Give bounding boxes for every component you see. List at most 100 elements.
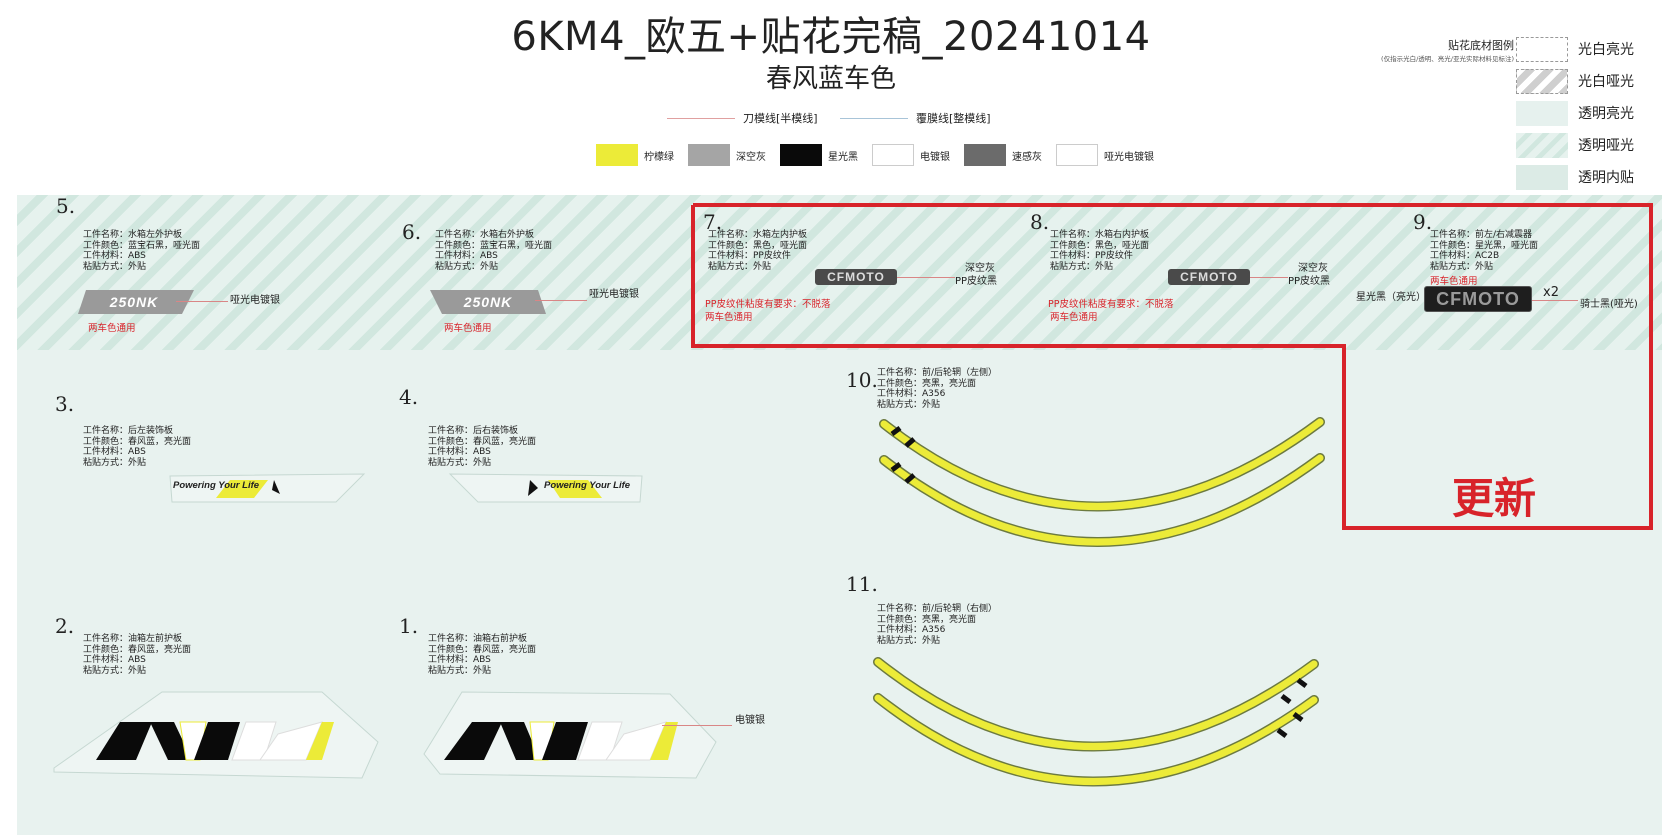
color-legend-item: 星光黑 — [780, 144, 858, 166]
decal-250nk-left — [78, 290, 194, 314]
material-swatch — [1516, 164, 1568, 190]
callout-leader — [1532, 300, 1578, 301]
spec-line: 工件颜色：春风蓝，亮光面 — [428, 436, 537, 447]
part-spec: 工件名称：前/后轮辋（右侧） 工件颜色：亮黑，亮光面 工件材料：A356 粘贴方… — [877, 604, 997, 646]
color-swatch — [596, 144, 638, 166]
spec-line: 工件材料：PP皮纹件 — [708, 251, 791, 261]
cut-line-label: 刀模线[半模线] — [743, 112, 818, 125]
part-number: 7. — [703, 210, 723, 234]
color-swatch — [688, 144, 730, 166]
film-line-legend: 覆膜线[整模线] — [840, 110, 991, 126]
spec-line: 工件颜色：黑色，哑光面 — [708, 240, 808, 251]
spec-line: 粘贴方式：外贴 — [877, 635, 941, 646]
spec-line: 工件名称：水箱左外护板 — [83, 230, 183, 240]
color-legend-label: 电镀银 — [920, 151, 950, 163]
color-swatch — [964, 144, 1006, 166]
spec-line: 粘贴方式：外贴 — [1050, 261, 1114, 272]
callout-leader — [535, 300, 587, 301]
spec-line: 工件名称：水箱右外护板 — [435, 230, 535, 240]
color-legend-label: 深空灰 — [736, 151, 766, 163]
common-note: 两车色通用 — [1050, 312, 1098, 323]
spec-line: 工件名称：后左装饰板 — [83, 426, 174, 436]
color-legend-item: 柠檬绿 — [596, 144, 674, 166]
rim-stripe-right — [873, 657, 1319, 787]
material-swatch — [1516, 100, 1568, 126]
part-spec: 工件名称：前/后轮辋（左侧） 工件颜色：亮黑，亮光面 工件材料：A356 粘贴方… — [877, 368, 997, 410]
part-number: 3. — [55, 392, 75, 416]
material-legend-item: 透明哑光 — [1516, 129, 1634, 161]
page-title: 6KM4_欧五+贴花完稿_20241014 — [511, 14, 1151, 60]
spec-line: 工件名称：前/后轮辋（左侧） — [877, 368, 998, 378]
callout-leader — [176, 301, 228, 302]
part-spec: 工件名称：后左装饰板 工件颜色：春风蓝，亮光面 工件材料：ABS 粘贴方式：外贴 — [83, 426, 191, 468]
material-legend-label: 光白亮光 — [1578, 42, 1634, 58]
spec-line: 工件名称：后右装饰板 — [428, 426, 519, 436]
color-legend-item: 电镀银 — [872, 144, 950, 166]
spec-line: 工件材料：ABS — [435, 251, 498, 261]
color-legend-label: 速感灰 — [1012, 151, 1042, 163]
spec-line: 粘贴方式：外贴 — [435, 261, 499, 272]
color-legend-item: 哑光电镀银 — [1056, 144, 1154, 166]
part-number: 9. — [1413, 210, 1433, 234]
color-swatch — [872, 144, 914, 166]
color-legend-label: 哑光电镀银 — [1104, 151, 1154, 163]
material-legend-header: 贴花底材图例 (仅指示光白/透明、亮光/亚光实际材料见标注) — [1340, 37, 1514, 63]
spec-line: 工件材料：ABS — [428, 447, 491, 457]
part-number: 11. — [846, 572, 878, 596]
decal-250nk-right — [430, 290, 546, 314]
part-number: 2. — [55, 614, 75, 638]
part-spec: 工件名称：水箱左外护板 工件颜色：蓝宝石黑，哑光面 工件材料：ABS 粘贴方式：… — [83, 230, 200, 272]
material-legend-label: 透明内贴 — [1578, 170, 1634, 186]
spec-line: 工件颜色：星光黑，哑光面 — [1430, 240, 1539, 251]
spec-line: 工件名称：油箱右前护板 — [428, 634, 528, 644]
callout-label: 深空灰 — [1298, 263, 1328, 274]
cut-line-swatch — [667, 117, 735, 119]
spec-line: 工件颜色：春风蓝，亮光面 — [83, 436, 192, 447]
spec-line: 工件名称：水箱右内护板 — [1050, 230, 1150, 240]
spec-line: 工件颜色：亮黑，亮光面 — [877, 614, 977, 625]
tank-panel-right-decal — [423, 691, 717, 779]
part-number: 5. — [56, 194, 76, 218]
material-legend-note: (仅指示光白/透明、亮光/亚光实际材料见标注) — [1381, 55, 1514, 63]
film-line-swatch — [840, 117, 908, 119]
callout-label: 电镀银 — [735, 715, 765, 726]
decal-250nk-text: 250NK — [109, 294, 159, 310]
part-number: 8. — [1030, 210, 1050, 234]
page-subtitle: 春风蓝车色 — [765, 64, 896, 94]
material-legend-label: 透明哑光 — [1578, 138, 1634, 154]
material-legend-item: 光白亮光 — [1516, 33, 1634, 65]
color-legend: 柠檬绿 深空灰 星光黑 电镀银 速感灰 哑光电镀银 — [596, 144, 1168, 166]
callout-label: 哑光电镀银 — [589, 289, 639, 300]
callout-label: 哑光电镀银 — [230, 295, 280, 306]
material-swatch — [1516, 68, 1568, 94]
callout-label: 星光黑（亮光） — [1356, 292, 1426, 303]
spec-line: 工件材料：PP皮纹件 — [1050, 251, 1133, 261]
callout-label: 骑士黑(哑光) — [1580, 299, 1638, 310]
decal-slogan-text: Powering Your Life — [544, 480, 631, 491]
material-legend-title: 贴花底材图例 — [1448, 39, 1514, 52]
callout-label: PP皮纹黑 — [955, 276, 998, 287]
spec-line: 工件材料：ABS — [428, 655, 491, 665]
spec-line: 工件材料：ABS — [83, 251, 146, 261]
color-legend-item: 速感灰 — [964, 144, 1042, 166]
callout-leader — [897, 277, 955, 278]
callout-leader — [1250, 277, 1288, 278]
decal-slogan-text: Powering Your Life — [173, 480, 260, 491]
material-legend-item: 光白哑光 — [1516, 65, 1634, 97]
requirement-note: PP皮纹件粘度有要求：不脱落 — [1048, 299, 1174, 310]
spec-line: 工件名称：前左/右减震器 — [1430, 230, 1533, 240]
spec-line: 工件颜色：亮黑，亮光面 — [877, 378, 977, 389]
spec-line: 粘贴方式：外贴 — [428, 665, 492, 676]
part-spec: 工件名称：后右装饰板 工件颜色：春风蓝，亮光面 工件材料：ABS 粘贴方式：外贴 — [428, 426, 536, 468]
cut-line-legend: 刀模线[半模线] — [667, 110, 818, 126]
tank-panel-left-decal — [53, 691, 379, 779]
spec-line: 工件材料：A356 — [877, 389, 946, 399]
spec-line: 粘贴方式：外贴 — [83, 665, 147, 676]
rear-panel-outline-right — [448, 473, 643, 503]
callout-label: 深空灰 — [965, 263, 995, 274]
part-number: 4. — [399, 385, 419, 409]
spec-line: 工件颜色：春风蓝，亮光面 — [428, 644, 537, 655]
part-spec: 工件名称：水箱左内护板 工件颜色：黑色，哑光面 工件材料：PP皮纹件 粘贴方式：… — [708, 230, 807, 272]
decal-cfmoto-badge: CFMOTO — [1424, 286, 1532, 312]
spec-line: 工件材料：ABS — [83, 655, 146, 665]
